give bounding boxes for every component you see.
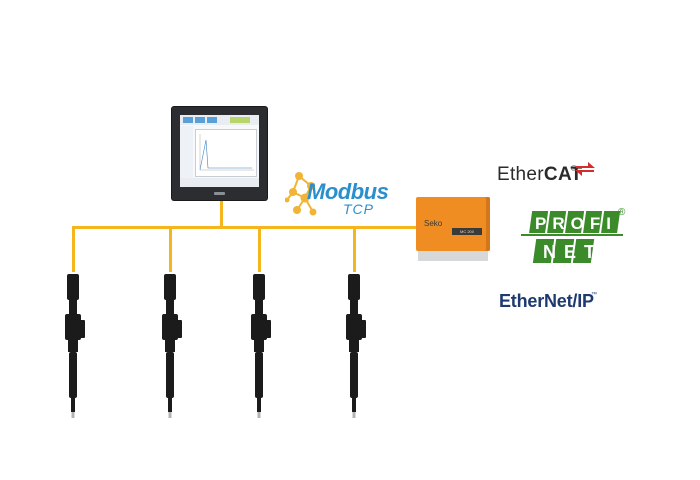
bus-drop-tool-2: [169, 226, 172, 272]
ethercat-suffix: CAT: [543, 164, 583, 185]
bus-drop-tool-3: [258, 226, 261, 272]
hmi-chart: [195, 129, 257, 177]
profinet-logo: PROFI NET ®: [521, 207, 626, 263]
bus-drop-tool-4: [353, 226, 356, 272]
ethercat-registered-mark: ®: [571, 164, 577, 173]
hmi-statusbar: [180, 178, 259, 187]
seko-controller: Seko MC 200: [416, 197, 490, 263]
hmi-monitor: [172, 107, 267, 200]
profinet-row2-tiles: [532, 239, 595, 263]
ethercat-prefix: Ether: [497, 164, 544, 185]
profinet-row1-tiles: [529, 211, 621, 233]
modbus-label: Modbus: [307, 179, 389, 204]
hmi-sidebar: [180, 126, 193, 178]
ethercat-logo: EtherCAT: [497, 164, 582, 186]
controller-housing: [416, 197, 490, 251]
bus-drop-hmi: [220, 200, 223, 227]
ethernetip-logo: EtherNet/IP: [499, 291, 594, 311]
profinet-row1-text: PROFI: [535, 214, 617, 233]
hmi-screen: [180, 115, 259, 187]
controller-brand: Seko: [424, 219, 443, 228]
profinet-row2-text: NET: [543, 242, 603, 262]
tightening-tool-1: [65, 274, 85, 418]
tightening-tool-4: [346, 274, 366, 418]
tightening-tool-2: [162, 274, 182, 418]
hmi-toolbar: [180, 115, 259, 125]
tightening-tool-3: [251, 274, 271, 418]
controller-terminal-strip: [418, 251, 488, 261]
hmi-chart-plot: [199, 134, 254, 171]
profinet-registered-mark: ®: [618, 207, 626, 218]
network-bus-line: [73, 226, 416, 229]
modbus-protocol-label: TCP: [343, 201, 374, 217]
bus-drop-tool-1: [72, 226, 75, 272]
ethercat-arrows-icon: [575, 162, 595, 176]
hmi-badge: [214, 192, 225, 195]
ethernetip-trademark: ™: [591, 292, 597, 298]
modbus-network-icon: [285, 172, 317, 216]
controller-model: MC 200: [452, 228, 482, 235]
